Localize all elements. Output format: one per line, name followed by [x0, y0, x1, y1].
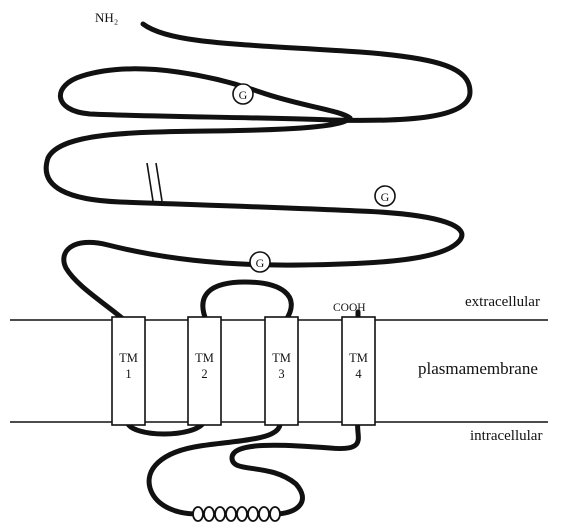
- intracellular-label: intracellular: [470, 428, 542, 444]
- tm-1-label-number: 1: [125, 367, 131, 381]
- glycosylation-site-2: G: [375, 186, 395, 206]
- repeat-bead: [248, 507, 258, 521]
- tm-domain-4: TM 4: [342, 317, 375, 425]
- tm-3-label-top: TM: [272, 351, 291, 365]
- tm-domain-3: TM 3: [265, 317, 298, 425]
- tm-2-label-top: TM: [195, 351, 214, 365]
- repeat-bead: [237, 507, 247, 521]
- tm-4-label-number: 4: [355, 367, 362, 381]
- glycosylation-label: G: [381, 190, 390, 204]
- disulfide-bond-line-right: [156, 163, 162, 201]
- repeat-bead: [259, 507, 269, 521]
- extracellular-loop-tm2-tm3: [203, 282, 291, 320]
- repeat-bead: [215, 507, 225, 521]
- repeat-bead-chain: [193, 507, 280, 521]
- tm-3-label-number: 3: [278, 367, 284, 381]
- repeat-bead: [204, 507, 214, 521]
- glycosylation-site-1: G: [233, 84, 253, 104]
- tm-4-label-top: TM: [349, 351, 368, 365]
- glycosylation-site-3: G: [250, 252, 270, 272]
- intracellular-loop-tm3-tm4: [149, 422, 358, 514]
- repeat-bead: [193, 507, 203, 521]
- c-terminus-label: COOH: [333, 302, 366, 314]
- extracellular-label: extracellular: [465, 294, 540, 310]
- repeat-bead: [226, 507, 236, 521]
- glycosylation-label: G: [239, 88, 248, 102]
- tm-domain-1: TM 1: [112, 317, 145, 425]
- extracellular-n-terminal-chain: [46, 24, 470, 318]
- repeat-bead: [270, 507, 280, 521]
- disulfide-bond-line-left: [147, 163, 153, 201]
- plasmamembrane-label: plasmamembrane: [418, 359, 538, 378]
- glycosylation-label: G: [256, 256, 265, 270]
- tm-1-label-top: TM: [119, 351, 138, 365]
- tm-2-label-number: 2: [201, 367, 207, 381]
- n-terminus-label: NH₂: [95, 10, 118, 25]
- tm-domain-2: TM 2: [188, 317, 221, 425]
